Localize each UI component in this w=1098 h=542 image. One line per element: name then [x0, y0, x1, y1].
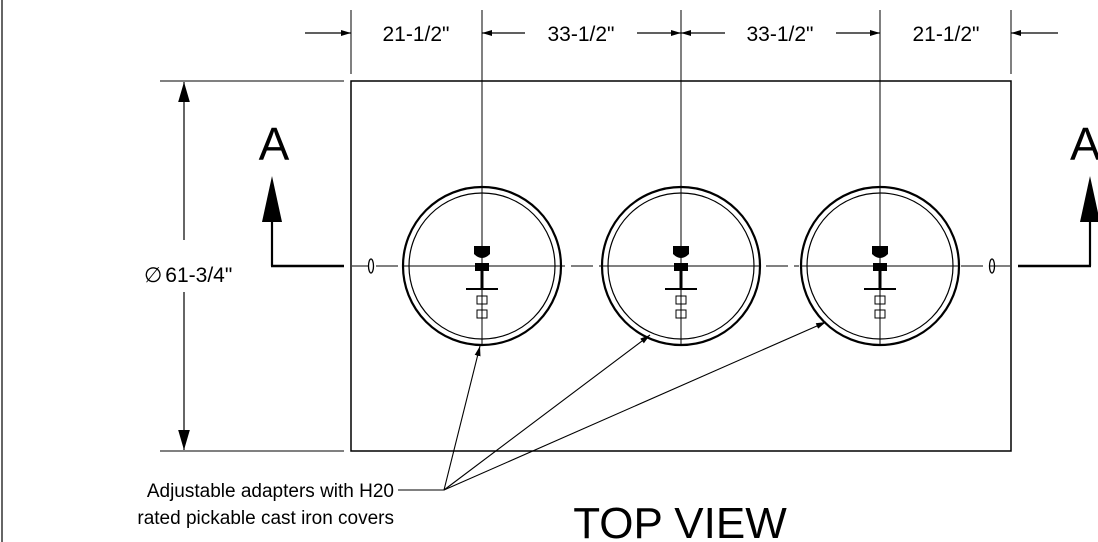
section-label-left: A [259, 118, 290, 170]
section-label-right: A [1070, 118, 1098, 170]
top-extension-lines [350, 10, 1012, 186]
dimension-top-1: 21-1/2" [383, 23, 450, 46]
diameter-dimension: ∅61-3/4" [144, 264, 232, 287]
dimension-top-4: 21-1/2" [913, 23, 980, 46]
section-marker-right: A [1018, 118, 1098, 268]
vertical-dimension [160, 80, 344, 452]
cover-2 [600, 185, 762, 347]
dimension-top-3: 33-1/2" [747, 23, 814, 46]
section-marker-left: A [259, 118, 344, 268]
cover-logo-icon [466, 246, 498, 319]
cover-3 [799, 185, 961, 347]
view-title: TOP VIEW [573, 499, 787, 542]
cover-logo-icon [665, 246, 697, 319]
diameter-symbol-icon: ∅ [144, 264, 162, 287]
pipe-stub-icon [988, 258, 996, 274]
pipe-stub-icon [367, 258, 375, 274]
dimension-top-2: 33-1/2" [548, 23, 615, 46]
callout-text-line-2: rated pickable cast iron covers [137, 508, 394, 529]
section-arrow-up-icon [1080, 176, 1098, 222]
section-arrow-up-icon [262, 176, 282, 222]
cover-logo-icon [864, 246, 896, 319]
callout-text-line-1: Adjustable adapters with H20 [147, 481, 394, 502]
cover-1 [401, 185, 563, 347]
callout-leaders [398, 321, 827, 491]
